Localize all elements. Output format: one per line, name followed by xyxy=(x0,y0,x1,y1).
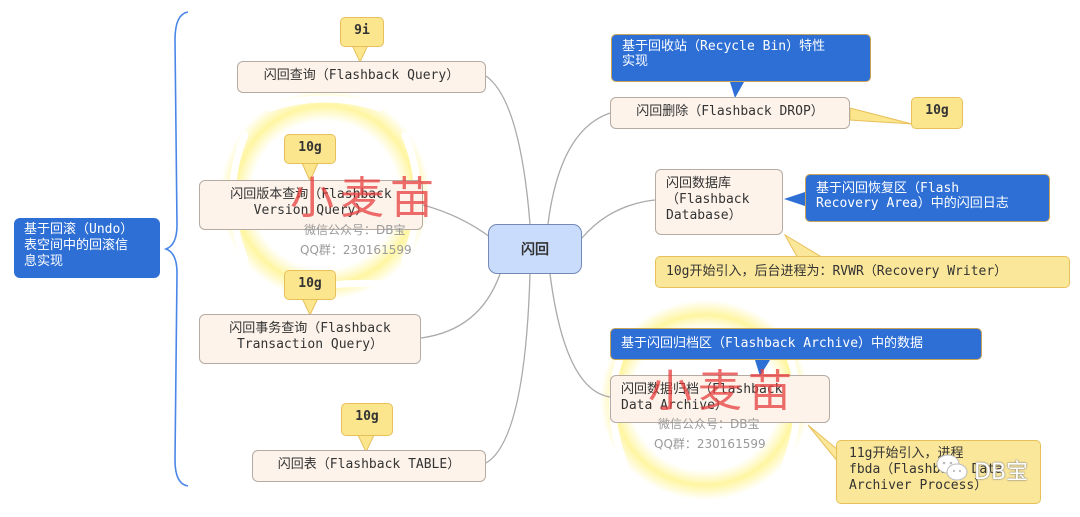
watermark-title: 小麦苗 xyxy=(648,366,798,417)
node-flashback-version-query[interactable]: 闪回版本查询（Flashback Version Query） xyxy=(199,180,423,230)
version-tag-10g: 10g xyxy=(284,270,336,300)
version-tag-9i: 9i xyxy=(340,17,384,47)
watermark-qq: QQ群：230161599 xyxy=(300,243,412,257)
connector-table xyxy=(485,273,531,464)
connector-database xyxy=(581,199,656,239)
tag-tail xyxy=(351,44,369,64)
node-flashback-query[interactable]: 闪回查询（Flashback Query） xyxy=(237,61,486,93)
note-fbda-process: 11g开始引入，进程 fbda（Flashback Data Archiver … xyxy=(836,440,1041,504)
note-flashback-archive: 基于闪回归档区（Flashback Archive）中的数据 xyxy=(610,328,982,360)
node-flashback-drop[interactable]: 闪回删除（Flashback DROP） xyxy=(610,97,850,129)
watermark-title: 小麦苗 xyxy=(290,173,440,224)
note-flash-recovery-area: 基于闪回恢复区（Flash Recovery Area）中的闪回日志 xyxy=(805,174,1050,222)
wechat-icon xyxy=(936,454,968,481)
watermark-qq: QQ群：230161599 xyxy=(654,437,766,451)
node-flashback-database[interactable]: 闪回数据库 （Flashback Database） xyxy=(655,169,783,235)
root-note-undo[interactable]: 基于回滚（Undo） 表空间中的回滚信 息实现 xyxy=(14,218,160,278)
connector-query xyxy=(485,75,531,225)
node-flashback-data-archive[interactable]: 闪回数据归档（Flashback Data Archive） xyxy=(610,375,830,423)
version-tag-10g: 10g xyxy=(284,134,336,164)
note-recycle-bin: 基于回收站（Recycle Bin）特性 实现 xyxy=(611,34,871,82)
note-rvwr-process: 10g开始引入，后台进程为：RVWR（Recovery Writer） xyxy=(655,256,1070,288)
node-flashback-table[interactable]: 闪回表（Flashback TABLE） xyxy=(252,450,486,482)
connector-transaction xyxy=(420,273,501,339)
connector-drop xyxy=(547,112,611,225)
watermark-wechat: 微信公众号：DB宝 xyxy=(658,417,760,431)
node-flashback-transaction-query[interactable]: 闪回事务查询（Flashback Transaction Query） xyxy=(199,314,421,364)
logo-text: DB宝 xyxy=(974,460,1029,485)
version-tag-10g: 10g xyxy=(911,97,963,129)
version-tag-10g: 10g xyxy=(341,403,393,436)
brace xyxy=(163,11,189,487)
connector-version xyxy=(422,204,491,238)
central-topic[interactable]: 闪回 xyxy=(488,224,582,274)
connector-archive xyxy=(549,273,611,398)
watermark-wechat: 微信公众号：DB宝 xyxy=(304,223,406,237)
